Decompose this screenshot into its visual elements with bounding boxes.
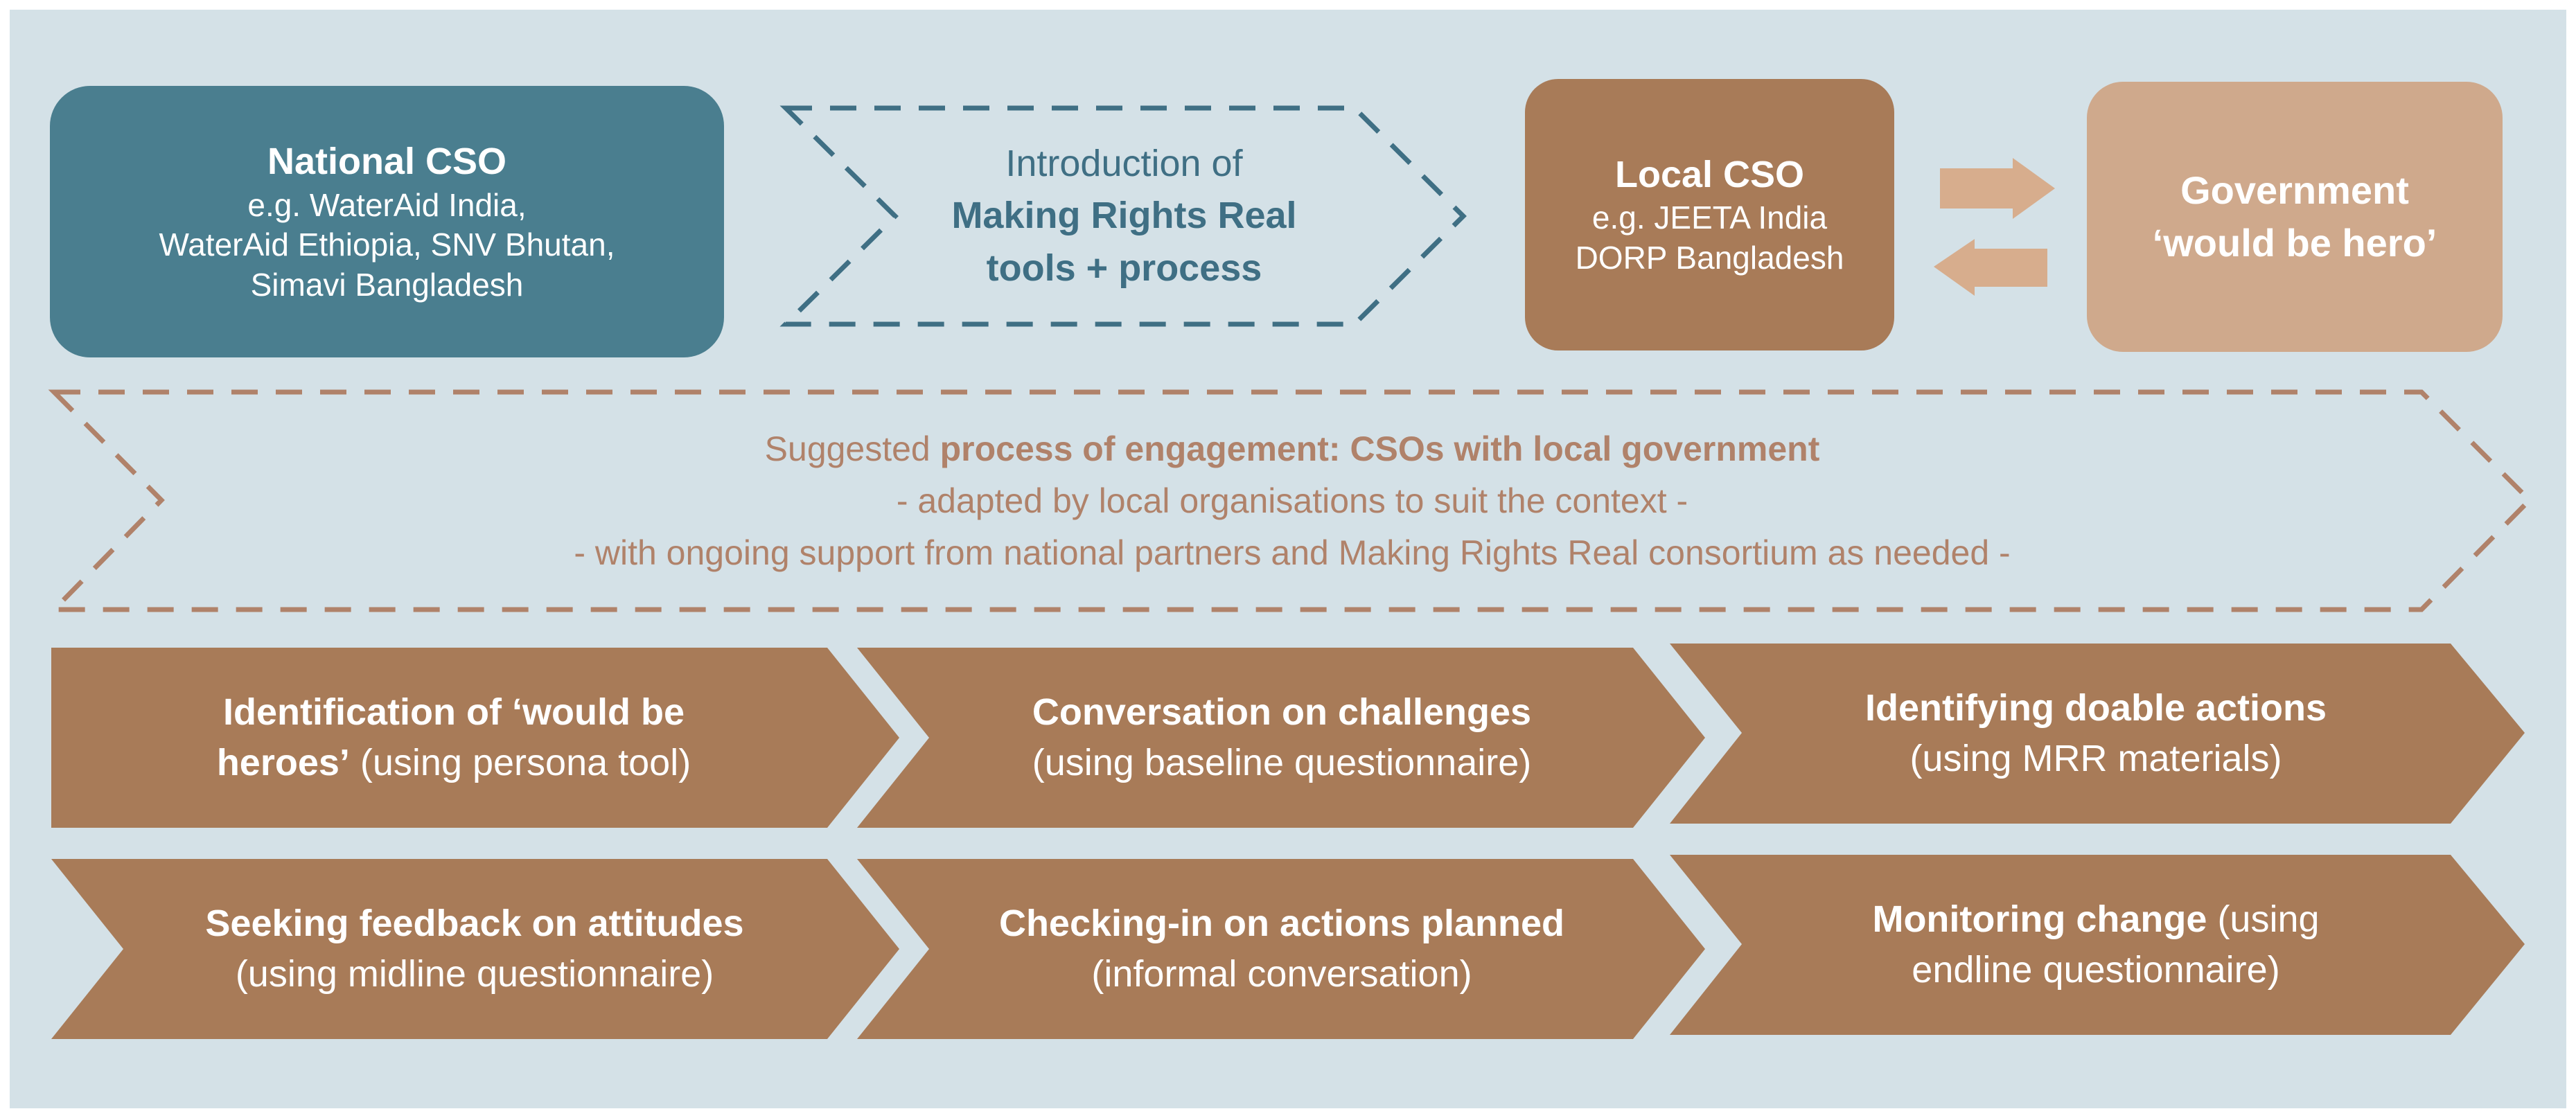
introduction-line-1: Introduction of (1005, 142, 1243, 184)
local-cso-example-1: e.g. JEETA India (1591, 199, 1828, 236)
national-cso-example-1: e.g. WaterAid India, (247, 186, 527, 223)
introduction-text: Introduction of Making Rights Real tools… (894, 108, 1355, 324)
step-1-line-2: heroes’ (using persona tool) (217, 738, 691, 788)
step-1-arrow (51, 648, 899, 828)
step-1-line-2-bold: heroes’ (216, 742, 350, 783)
step-6-line-2: endline questionnaire) (1912, 949, 2280, 991)
step-4-line-1: Seeking feedback on attitudes (205, 903, 744, 945)
government-line-2: ‘would be hero’ (2152, 221, 2437, 265)
step-4-text: Seeking feedback on attitudes (using mid… (104, 859, 845, 1039)
step-5-line-2: (informal conversation) (1091, 953, 1472, 995)
step-6-line-1-bold: Monitoring change (1872, 898, 2207, 941)
national-cso-example-2: WaterAid Ethiopia, SNV Bhutan, (159, 227, 615, 263)
step-3-line-1: Identifying doable actions (1864, 687, 2327, 729)
step-5-line-1: Checking-in on actions planned (998, 903, 1565, 945)
engagement-chevron (48, 389, 2533, 612)
local-cso-text: Local CSO e.g. JEETA India DORP Banglade… (1525, 79, 1894, 351)
step-6-line-1-rest: (using (2207, 898, 2320, 941)
engagement-line-3: - with ongoing support from national par… (574, 533, 2011, 572)
step-4-arrow (51, 859, 899, 1039)
national-cso-example-3: Simavi Bangladesh (250, 266, 524, 303)
step-6-arrow (1670, 855, 2525, 1035)
step-1-text: Identification of ‘would be heroes’ (usi… (62, 648, 845, 828)
national-cso-title: National CSO (267, 141, 507, 182)
step-1-line-2-rest: (using persona tool) (349, 742, 691, 783)
step-5-text: Checking-in on actions planned (informal… (915, 859, 1649, 1039)
step-3-arrow (1670, 644, 2525, 824)
government-text: Government ‘would be hero’ (2087, 82, 2503, 352)
introduction-line-2: Making Rights Real (951, 195, 1297, 237)
step-3-line-2: (using MRR materials) (1909, 738, 2282, 779)
step-6-line-1: Monitoring change (using (1872, 894, 2319, 945)
engagement-line-2: - adapted by local organisations to suit… (896, 481, 1688, 520)
arrow-right-icon (1940, 158, 2055, 219)
step-2-line-2: (using baseline questionnaire) (1032, 742, 1532, 783)
national-cso-box (50, 86, 724, 357)
step-2-line-1: Conversation on challenges (1032, 691, 1532, 734)
step-2-text: Conversation on challenges (using baseli… (915, 648, 1649, 828)
engagement-text: Suggested process of engagement: CSOs wi… (166, 392, 2418, 610)
arrow-left-icon (1934, 239, 2047, 296)
introduction-chevron (779, 105, 1467, 327)
step-3-text: Identifying doable actions (using MRR ma… (1729, 644, 2463, 824)
introduction-line-3: tools + process (986, 247, 1262, 289)
government-line-1: Government (2180, 168, 2409, 213)
national-cso-text: National CSO e.g. WaterAid India, WaterA… (50, 86, 724, 357)
local-cso-box (1525, 79, 1894, 351)
step-2-arrow (857, 648, 1705, 828)
step-4-line-2: (using midline questionnaire) (235, 953, 714, 995)
engagement-line-1: Suggested process of engagement: CSOs wi… (765, 423, 1820, 475)
step-1-line-1: Identification of ‘would be (223, 691, 685, 734)
local-cso-title: Local CSO (1614, 153, 1805, 195)
local-cso-example-2: DORP Bangladesh (1575, 239, 1844, 276)
government-box (2087, 82, 2503, 352)
step-5-arrow (857, 859, 1705, 1039)
engagement-bold: process of engagement: CSOs with local g… (939, 429, 1820, 468)
engagement-prefix: Suggested (764, 429, 940, 468)
step-6-text: Monitoring change (using endline questio… (1729, 855, 2463, 1035)
